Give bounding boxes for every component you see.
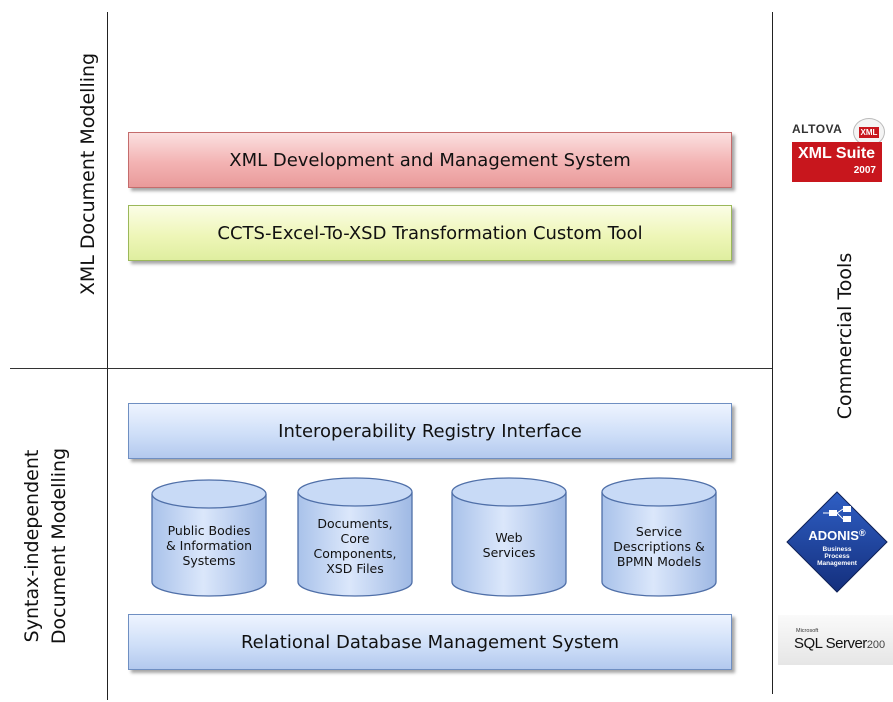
cyl2-line3: Components,	[313, 546, 397, 561]
adonis-name: ADONIS®	[808, 528, 866, 543]
xml-dev-label: XML Development and Management System	[229, 149, 631, 171]
cylinder-shape	[601, 477, 717, 597]
cyl1-line2: & Information	[165, 538, 253, 553]
cylinder-shape	[151, 479, 267, 597]
syntax-independent-line2: Document Modelling	[48, 447, 70, 645]
adonis-subtitle: Business Process Management	[817, 546, 857, 567]
right-divider	[772, 12, 773, 694]
cyl2-line1: Documents,	[317, 516, 393, 531]
cylinder-service-descriptions: Service Descriptions & BPMN Models	[600, 476, 718, 600]
ccts-tool-label: CCTS-Excel-To-XSD Transformation Custom …	[217, 222, 643, 244]
xml-badge-icon: XML	[853, 118, 885, 146]
rdbms-bar: Relational Database Management System	[128, 614, 732, 670]
sqlserver-logo: Microsoft SQL Server200	[778, 615, 893, 665]
cyl1-line1: Public Bodies	[167, 523, 251, 538]
altova-xmlsuite-logo: ALTOVA XML XML Suite 2007	[790, 118, 885, 186]
commercial-tools-label: Commercial Tools	[834, 252, 856, 420]
cyl3-line1: Web	[495, 530, 523, 545]
section-divider	[10, 368, 772, 369]
registry-interface-bar: Interoperability Registry Interface	[128, 403, 732, 459]
cylinder-web-services: Web Services	[450, 476, 568, 600]
xml-dev-bar: XML Development and Management System	[128, 132, 732, 188]
altova-brand: ALTOVA	[792, 122, 843, 136]
ccts-tool-bar: CCTS-Excel-To-XSD Transformation Custom …	[128, 205, 732, 261]
sqlserver-name: SQL Server200	[794, 635, 886, 652]
registry-interface-label: Interoperability Registry Interface	[278, 420, 582, 442]
adonis-diamond-icon	[786, 491, 888, 593]
syntax-independent-line1: Syntax-independent	[21, 449, 43, 643]
cyl4-line3: BPMN Models	[616, 554, 702, 569]
rdbms-label: Relational Database Management System	[240, 631, 620, 653]
cylinder-shape	[297, 477, 413, 597]
cyl4-line2: Descriptions &	[613, 539, 705, 554]
sqlserver-microsoft: Microsoft	[796, 628, 819, 634]
adonis-logo: ADONIS® Business Process Management	[785, 490, 889, 594]
cyl3-line2: Services	[482, 545, 536, 560]
cyl4-line1: Service	[635, 524, 683, 539]
cyl2-line4: XSD Files	[326, 561, 384, 576]
left-divider	[107, 12, 108, 700]
xml-suite-year: 2007	[853, 165, 876, 176]
cylinder-shape	[451, 477, 567, 597]
cyl2-line2: Core	[340, 531, 370, 546]
cyl1-line3: Systems	[182, 553, 236, 568]
cylinder-public-bodies: Public Bodies & Information Systems	[150, 478, 268, 600]
syntax-independent-label: Syntax-independent Document Modelling	[19, 396, 75, 696]
xml-suite-text: XML Suite	[798, 145, 876, 162]
xml-modelling-label: XML Document Modelling	[77, 52, 99, 296]
xml-suite-box: XML Suite 2007	[792, 142, 882, 182]
cylinder-documents: Documents, Core Components, XSD Files	[296, 476, 414, 600]
